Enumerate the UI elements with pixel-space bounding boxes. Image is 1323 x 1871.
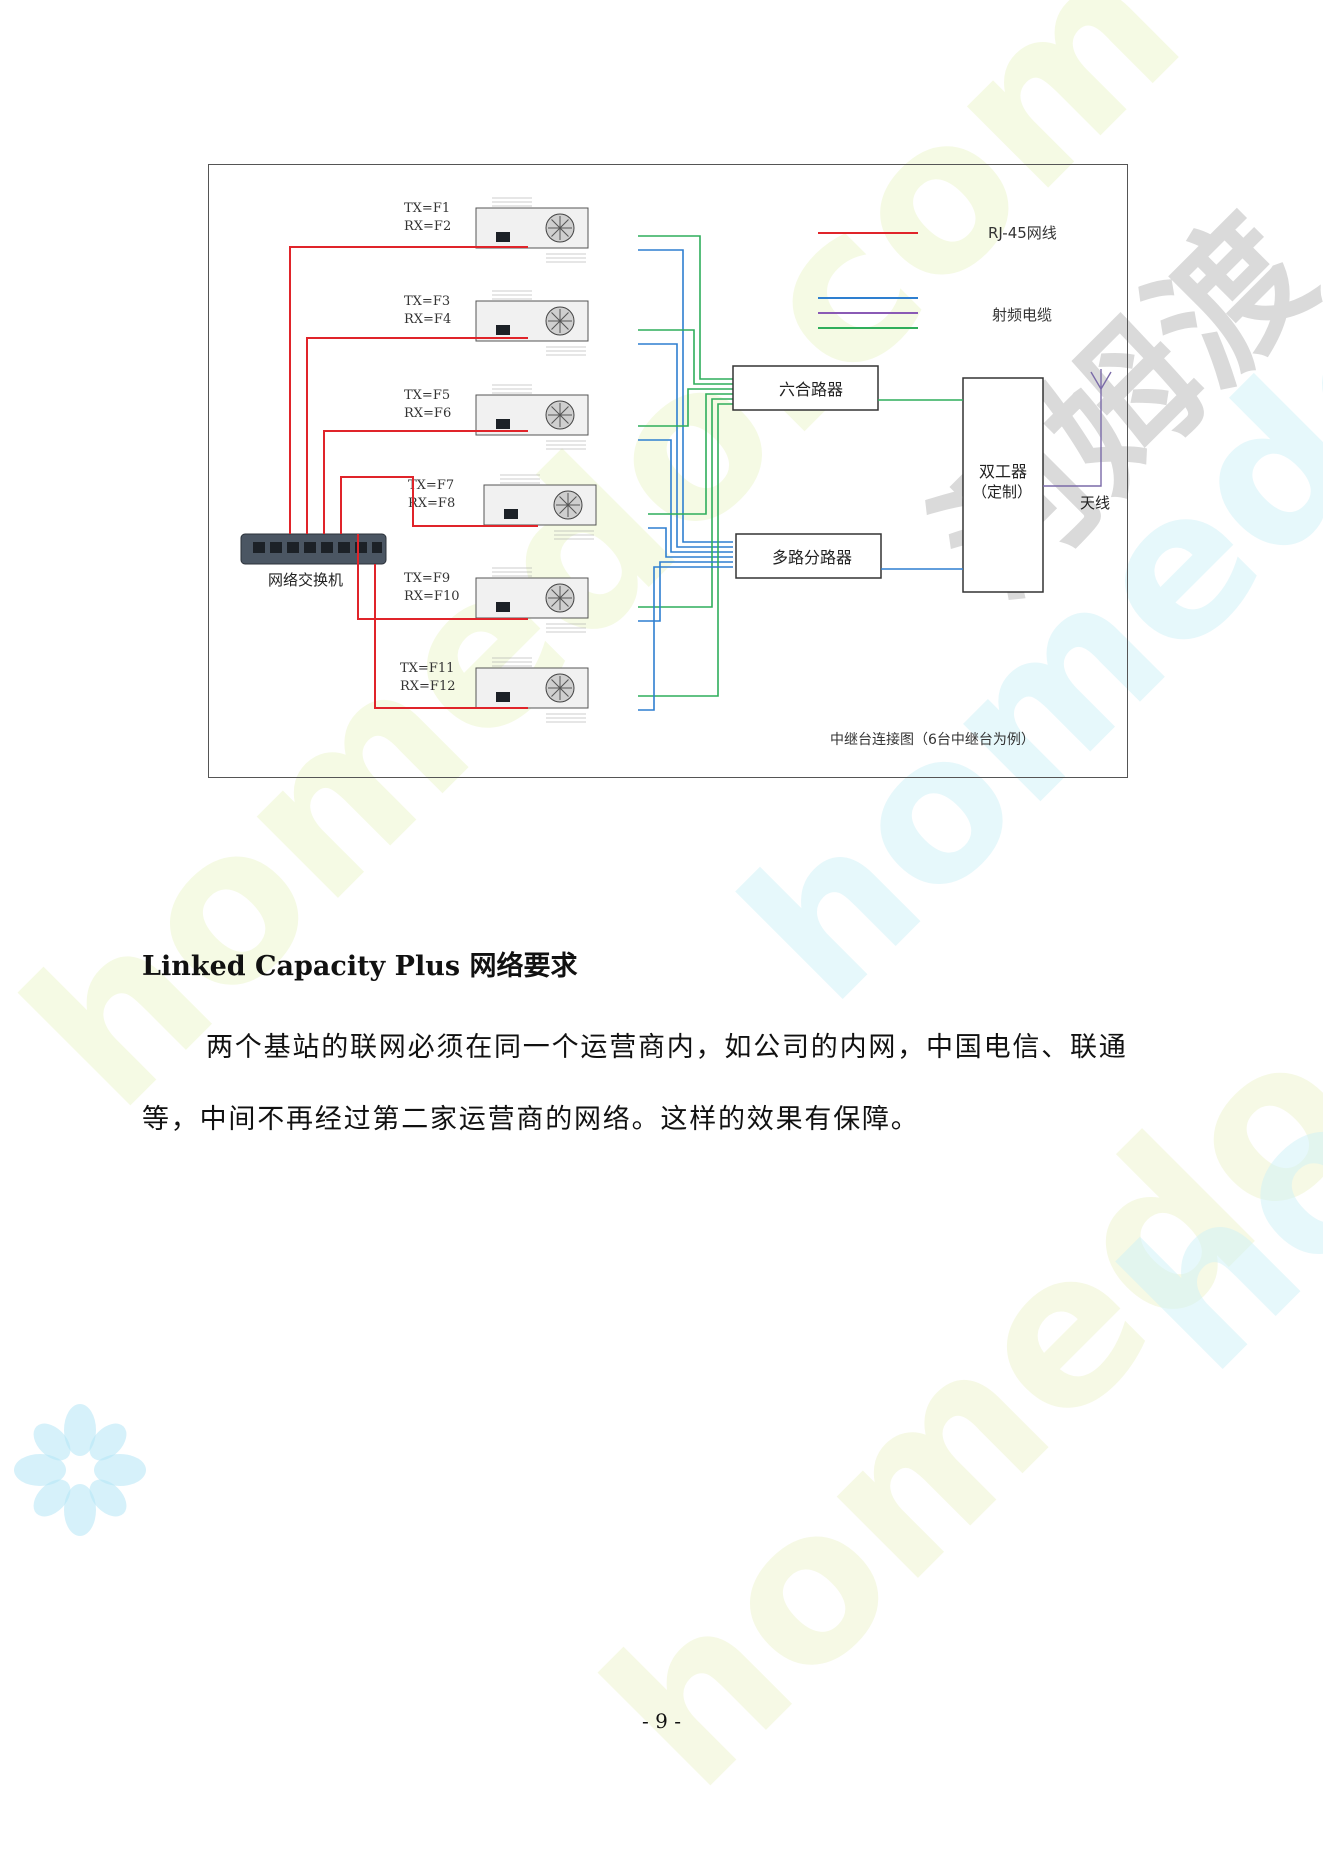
splitter-box xyxy=(735,533,882,579)
fan-blade xyxy=(551,406,569,424)
repeater-rx-label: RX=F2 xyxy=(404,219,451,234)
repeater-rx-label: RX=F10 xyxy=(404,589,460,604)
ethernet-port xyxy=(496,232,510,242)
repeater-tx-label: TX=F1 xyxy=(404,201,450,216)
rj45-wiring xyxy=(289,246,538,709)
duplexer-label-line1: 双工器 xyxy=(979,462,1027,481)
paragraph-line-1: 两个基站的联网必须在同一个运营商内，如公司的内网，中国电信、联通 xyxy=(206,1032,1128,1063)
fan-blade xyxy=(551,219,569,237)
repeater-rx-label: RX=F6 xyxy=(404,406,451,421)
antenna-icon xyxy=(1043,369,1112,487)
repeater-rx-label: RX=F8 xyxy=(408,496,455,511)
repeaters-group: TX=F1RX=F2TX=F3RX=F4TX=F5RX=F6TX=F7RX=F8… xyxy=(400,197,597,723)
repeater-tx-label: TX=F3 xyxy=(404,294,450,309)
ethernet-port xyxy=(496,602,510,612)
repeater-connection-diagram: RJ-45网线 射频电缆 TX=F1RX=F2TX=F3RX=F4TX=F5RX… xyxy=(208,164,1128,778)
repeater-rx-label: RX=F12 xyxy=(400,679,456,694)
repeater-tx-label: TX=F5 xyxy=(404,388,450,403)
ethernet-port xyxy=(496,692,510,702)
duplexer-label-line2: （定制） xyxy=(972,483,1032,501)
legend-rj45-label: RJ-45网线 xyxy=(988,224,1057,242)
duplexer-box xyxy=(962,377,1044,593)
legend-rf-label: 射频电缆 xyxy=(992,306,1052,324)
combiner-label: 六合路器 xyxy=(779,380,843,399)
repeater-rx-label: RX=F4 xyxy=(404,312,451,327)
network-switch xyxy=(240,533,387,565)
fan-blade xyxy=(559,496,577,514)
splitter-label: 多路分路器 xyxy=(772,548,852,567)
rf-cabling xyxy=(638,235,733,711)
repeater-tx-label: TX=F9 xyxy=(404,571,450,586)
repeater-tx-label: TX=F7 xyxy=(408,478,454,493)
fan-blade xyxy=(551,589,569,607)
fan-blade xyxy=(551,679,569,697)
section-heading: Linked Capacity Plus 网络要求 xyxy=(142,951,578,982)
figure-caption: 中继台连接图（6台中继台为例） xyxy=(830,731,1035,748)
ethernet-port xyxy=(496,419,510,429)
page-number: - 9 - xyxy=(642,1709,681,1733)
fan-blade xyxy=(551,312,569,330)
paragraph-line-2: 等，中间不再经过第二家运营商的网络。这样的效果有保障。 xyxy=(142,1104,920,1135)
repeater-tx-label: TX=F11 xyxy=(400,661,454,676)
ethernet-port xyxy=(496,325,510,335)
ethernet-port xyxy=(504,509,518,519)
combiner-box xyxy=(732,365,879,411)
watermark-flower-icon xyxy=(14,1404,146,1536)
antenna-label: 天线 xyxy=(1080,494,1110,512)
figure-border xyxy=(208,164,1128,778)
switch-label: 网络交换机 xyxy=(268,571,343,589)
